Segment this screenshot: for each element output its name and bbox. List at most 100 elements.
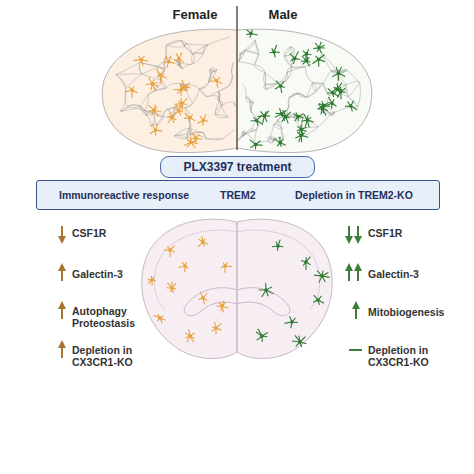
- cell-network: [289, 93, 297, 98]
- cell-network: [254, 65, 265, 72]
- cell-network: [346, 82, 360, 85]
- finding-text: Mitobiogenesis: [368, 306, 468, 318]
- cell-network: [268, 141, 272, 142]
- cell-network: [255, 40, 259, 54]
- cell-network: [190, 128, 203, 133]
- microglia-cell: [150, 124, 162, 135]
- cell-network: [229, 76, 233, 86]
- cell-network: [346, 85, 348, 97]
- cell-network: [232, 63, 234, 76]
- cell-network: [145, 94, 148, 110]
- effect-text: TREM2: [220, 189, 280, 201]
- cell-network: [214, 70, 217, 72]
- cell-network: [193, 54, 203, 64]
- cell-network: [287, 115, 295, 117]
- cell-network: [270, 125, 274, 137]
- cell-network: [237, 132, 243, 141]
- microglia-soma: [152, 109, 156, 113]
- microglia-cell: [318, 103, 328, 115]
- cell-network: [247, 133, 255, 143]
- cell-network: [184, 44, 186, 47]
- microglia-cell: [216, 301, 228, 313]
- cell-network: [166, 83, 180, 88]
- cell-network: [278, 120, 282, 129]
- cell-network: [219, 97, 222, 106]
- cell-network: [142, 66, 158, 74]
- microglia-soma: [223, 264, 227, 268]
- cell-network: [344, 69, 347, 71]
- cell-network: [305, 54, 322, 66]
- microglia-cell: [185, 329, 195, 342]
- group-label: Female: [160, 9, 230, 21]
- microglia-cell: [125, 86, 137, 98]
- cell-network: [186, 44, 208, 45]
- cell-network: [222, 102, 234, 106]
- cell-network: [203, 45, 208, 54]
- cell-network: [127, 105, 140, 107]
- microglia-soma: [321, 107, 325, 111]
- cell-network: [273, 125, 281, 129]
- microglia-cell: [166, 281, 176, 293]
- microglia-cell: [302, 114, 314, 127]
- cell-network: [255, 130, 257, 143]
- cell-network: [255, 40, 259, 54]
- microglia-soma: [304, 260, 308, 264]
- cell-network: [139, 62, 142, 74]
- microglia-cell: [274, 137, 286, 147]
- microglia-cell: [275, 81, 285, 93]
- cell-network: [286, 67, 292, 81]
- microglia-cell: [148, 105, 161, 117]
- cell-network: [174, 134, 190, 136]
- microglia-soma: [130, 88, 134, 92]
- cell-network: [186, 90, 193, 103]
- microglia-cell: [301, 257, 311, 270]
- microglia-soma: [304, 59, 308, 63]
- cell-network: [246, 97, 253, 103]
- microglia-cell: [168, 112, 177, 123]
- cell-network: [166, 45, 184, 47]
- cell-network: [358, 82, 361, 107]
- cell-network: [250, 102, 252, 113]
- cell-network: [180, 63, 193, 65]
- microglia-soma: [280, 112, 284, 116]
- cell-network: [242, 84, 246, 97]
- cell-network: [303, 118, 318, 127]
- cell-network: [312, 82, 323, 84]
- cell-network: [206, 139, 223, 140]
- microglia-soma: [349, 104, 353, 108]
- effect-text: Immunoreactive response: [59, 189, 209, 201]
- cell-network: [116, 73, 142, 75]
- microglia-soma: [202, 119, 206, 123]
- cell-network: [192, 54, 193, 64]
- cell-network: [278, 72, 287, 83]
- cell-network: [174, 135, 187, 138]
- microglia-soma: [168, 248, 172, 252]
- microglia-cell: [174, 98, 187, 111]
- cell-network: [251, 129, 256, 130]
- cell-network: [161, 80, 166, 88]
- cell-network: [239, 62, 255, 65]
- microglia-cell: [285, 316, 298, 328]
- cell-network: [289, 93, 298, 97]
- microglia-cell: [197, 114, 208, 125]
- cell-network: [192, 45, 208, 55]
- microglia-soma: [177, 109, 181, 113]
- cell-network: [292, 66, 305, 68]
- microglia-soma: [330, 102, 334, 106]
- cell-network: [181, 41, 184, 47]
- cell-network: [166, 41, 181, 45]
- microglia-cell: [290, 52, 300, 64]
- cell-network: [284, 47, 290, 56]
- cell-network: [312, 82, 316, 91]
- cell-network: [210, 68, 217, 70]
- cell-network: [210, 69, 214, 71]
- cell-network: [273, 120, 278, 126]
- arrow-symbols: [48, 188, 362, 358]
- microglia-soma: [167, 60, 171, 64]
- cell-network: [273, 125, 281, 129]
- cell-network: [229, 76, 232, 86]
- microglia-cell: [258, 111, 270, 123]
- cell-network: [302, 127, 318, 129]
